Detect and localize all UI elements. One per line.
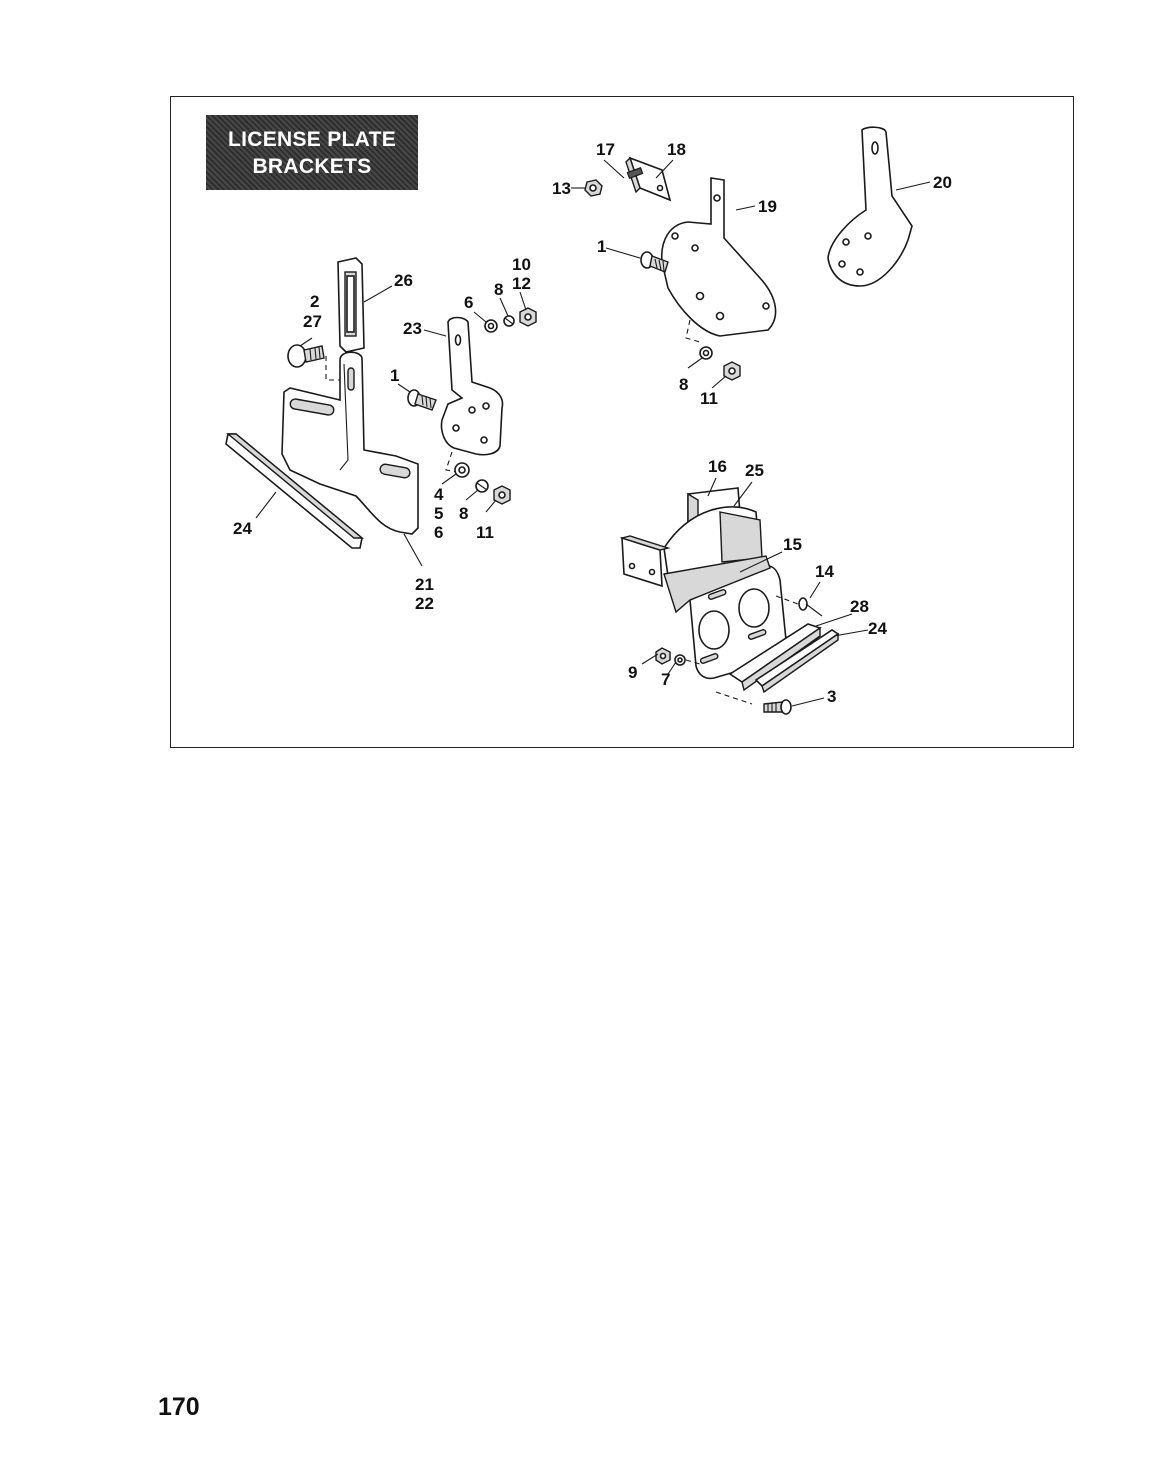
callout-8-top: 8 [679, 375, 688, 394]
page-number: 170 [158, 1393, 200, 1421]
callout-11-top: 11 [700, 389, 718, 408]
nut-11-low [493, 485, 511, 505]
callout-25: 25 [745, 461, 764, 480]
lockwasher-8-low [475, 479, 489, 493]
callout-24-right: 24 [868, 619, 887, 638]
screw-3 [763, 699, 792, 715]
callout-22: 22 [415, 594, 434, 613]
screw-1-top [640, 251, 669, 273]
diagram-title-line-2: BRACKETS [252, 154, 372, 178]
callout-8-mid: 8 [494, 280, 503, 299]
callout-labels: 17 18 13 19 20 1 8 11 10 12 8 6 26 2 27 … [233, 140, 952, 706]
screw-14 [798, 597, 823, 617]
callout-21: 21 [415, 575, 434, 594]
washer-4-5-6 [454, 462, 470, 478]
callout-12: 12 [512, 274, 531, 293]
callout-8-low: 8 [459, 504, 468, 523]
nut-9 [655, 647, 671, 665]
washer-6-mid [484, 319, 498, 333]
callout-2: 2 [310, 292, 319, 311]
callout-11-low: 11 [476, 523, 494, 542]
callout-6-low: 6 [434, 523, 443, 542]
reflector-mount-25 [663, 506, 763, 577]
callout-20: 20 [933, 173, 952, 192]
callout-10: 10 [512, 255, 531, 274]
callout-26: 26 [394, 271, 413, 290]
callout-7: 7 [661, 670, 670, 689]
callout-23: 23 [403, 319, 422, 338]
callout-14: 14 [815, 562, 834, 581]
callout-17: 17 [596, 140, 615, 159]
bolt-2-27 [287, 344, 325, 368]
pad-24-left [225, 433, 364, 549]
plate-15 [663, 555, 787, 680]
bracket-23 [440, 316, 504, 456]
callout-6-mid: 6 [464, 293, 473, 312]
callout-19: 19 [758, 197, 777, 216]
lockwasher-8-mid [503, 315, 515, 327]
nut-11-top [723, 361, 741, 381]
callout-13: 13 [552, 179, 571, 198]
license-plate-bracket-21-22 [281, 351, 419, 535]
leader-lines [255, 159, 931, 707]
callout-1-top: 1 [597, 237, 606, 256]
callout-9: 9 [628, 663, 637, 682]
callout-4: 4 [434, 485, 444, 504]
washer-8-top [699, 346, 713, 360]
callout-16: 16 [708, 457, 727, 476]
diagram-title-line-1: LICENSE PLATE [227, 127, 397, 151]
callout-24-left: 24 [233, 519, 252, 538]
bracket-20 [827, 126, 913, 287]
nut-10-12 [519, 307, 537, 327]
callout-3: 3 [827, 687, 836, 706]
callout-27: 27 [303, 312, 322, 331]
washer-7 [674, 654, 686, 666]
nut-13 [584, 179, 603, 197]
callout-15: 15 [783, 535, 802, 554]
pad-24-right [754, 629, 840, 694]
bracket-19 [661, 177, 777, 337]
diagram-frame [170, 96, 1074, 748]
slider-26 [337, 257, 365, 353]
callout-18: 18 [667, 140, 686, 159]
callout-1-mid: 1 [390, 366, 399, 385]
bumper-28 [728, 623, 822, 692]
diagram-title: LICENSE PLATE BRACKETS [206, 115, 418, 190]
callout-5: 5 [434, 504, 443, 523]
screw-1-mid [407, 389, 437, 411]
callout-28: 28 [850, 597, 869, 616]
side-plate-left [619, 535, 671, 588]
stud-17 [626, 167, 644, 179]
clip-18 [625, 156, 672, 202]
